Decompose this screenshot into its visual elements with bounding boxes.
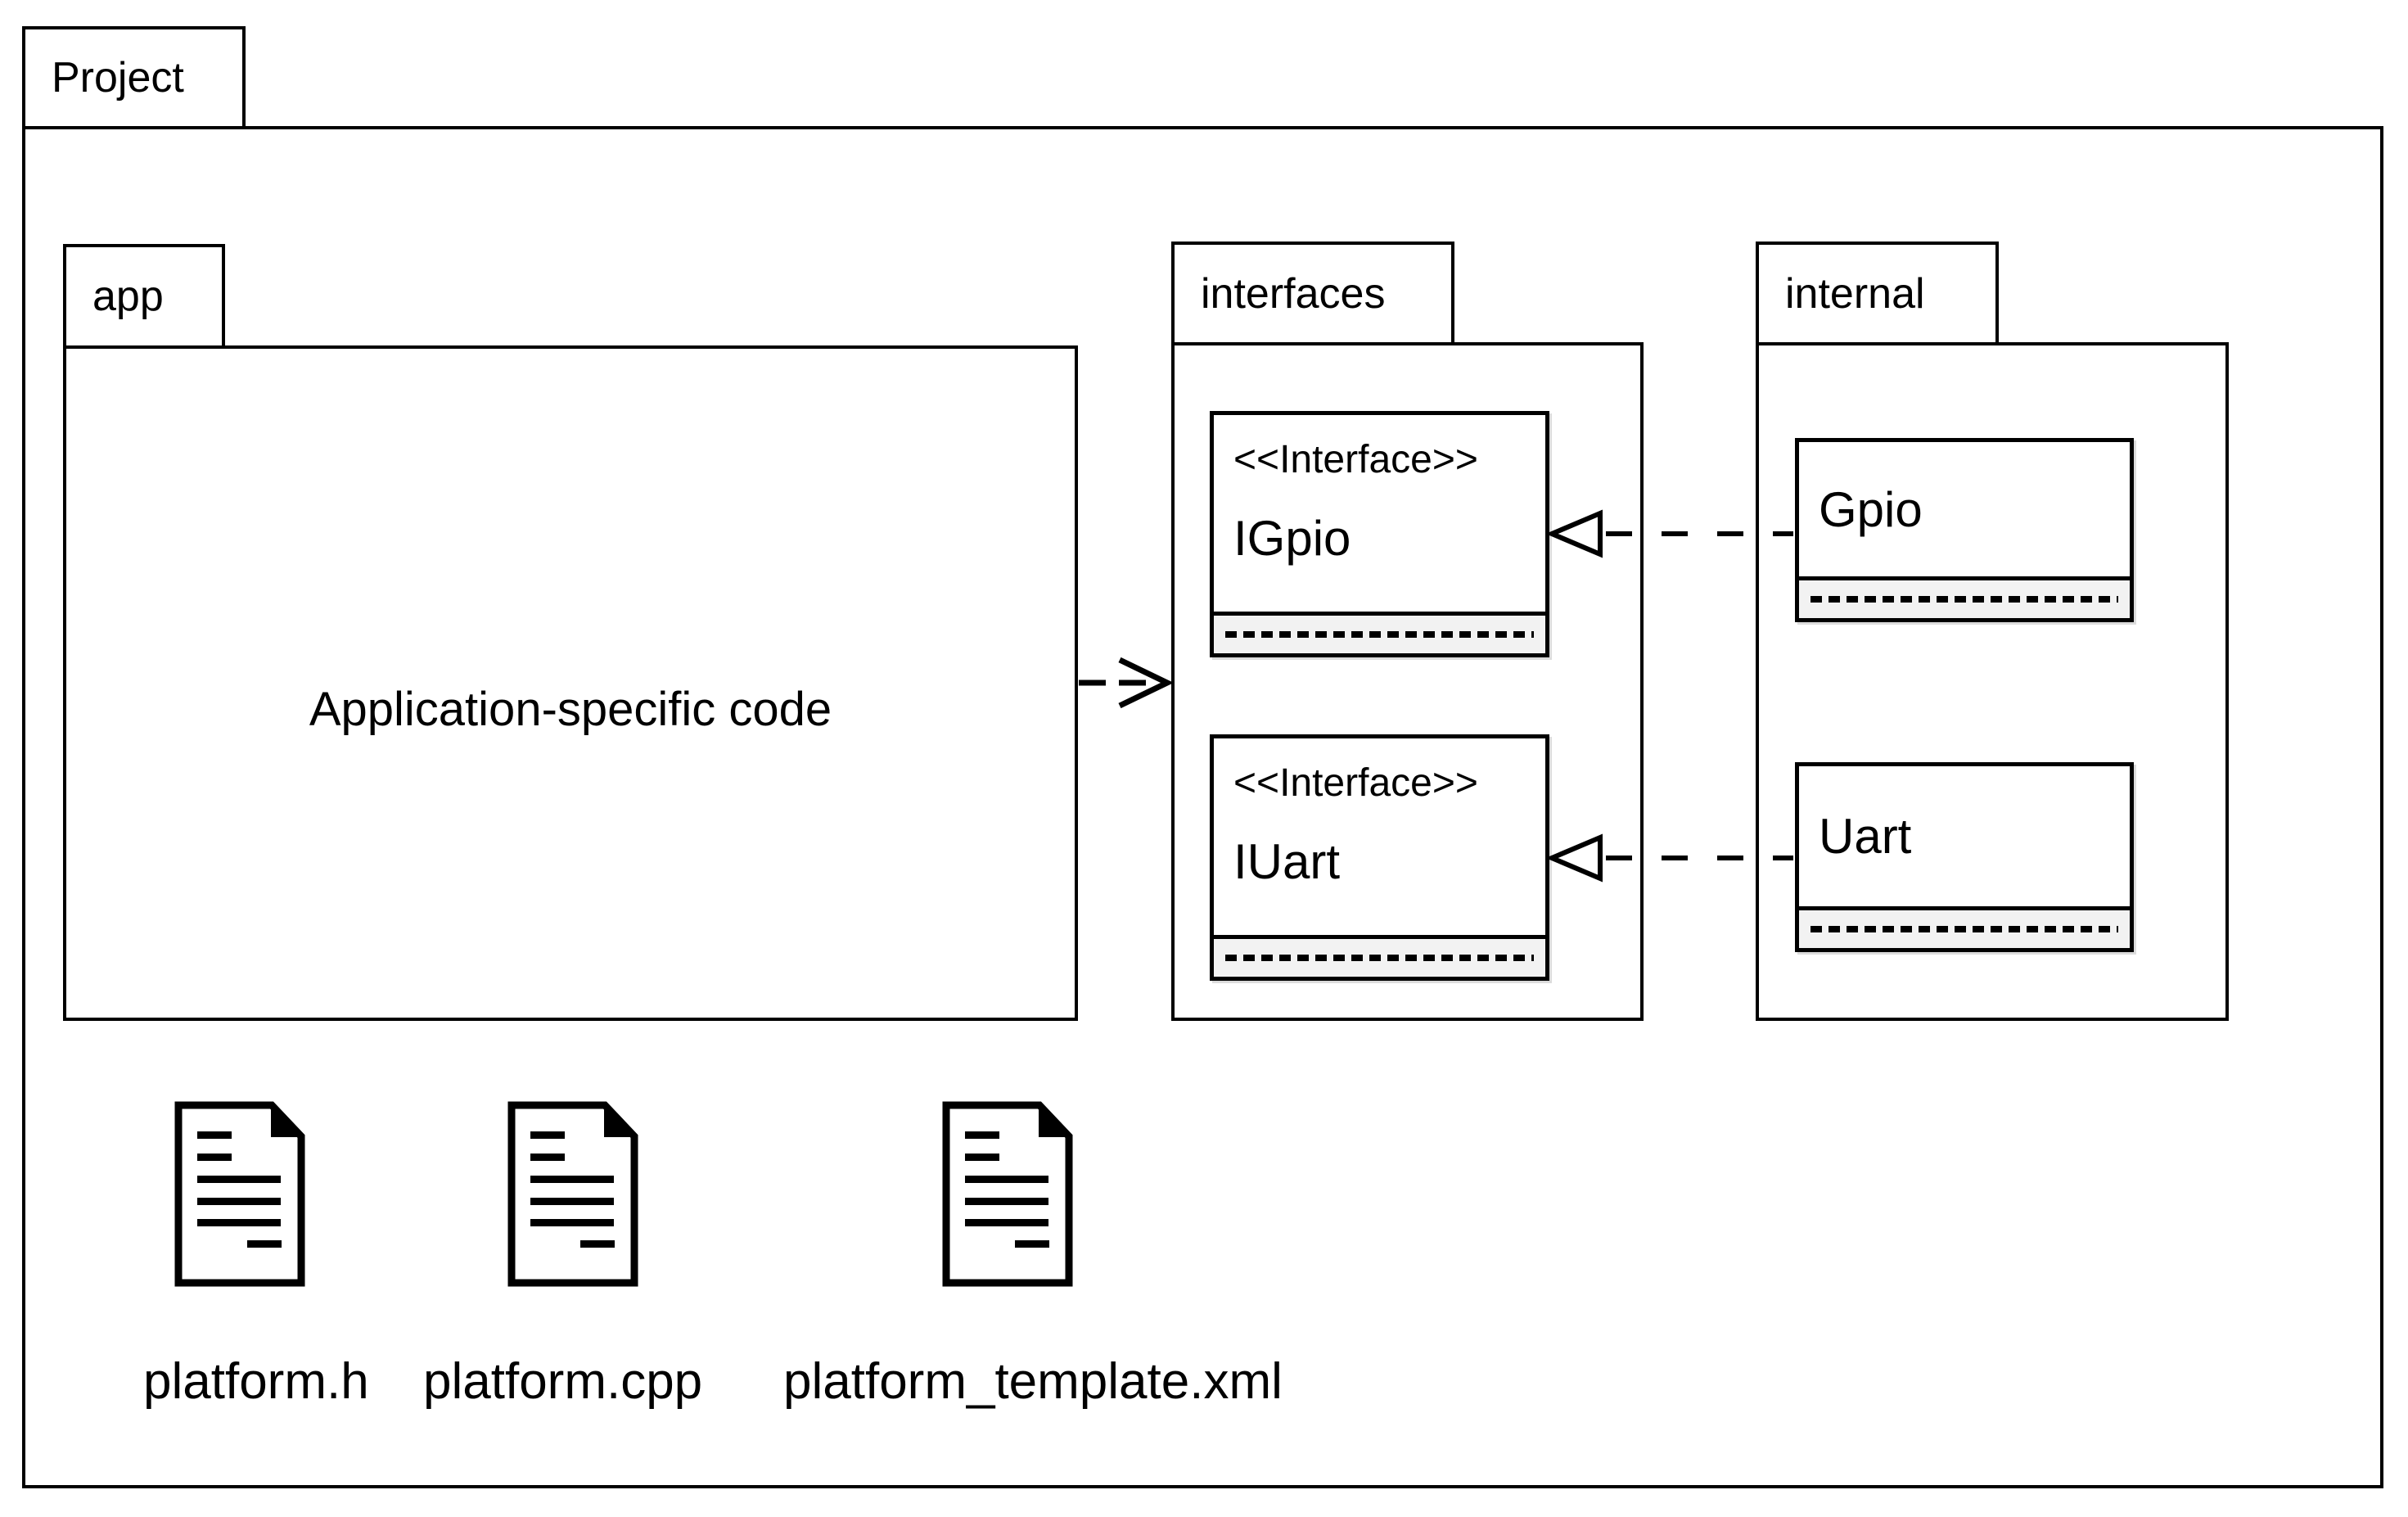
class-stereotype: <<Interface>>	[1233, 438, 1478, 481]
empty-members-rule	[1811, 596, 2118, 603]
file-label: platform_template.xml	[783, 1353, 1283, 1410]
class-name: IGpio	[1233, 511, 1351, 566]
class-uart: Uart	[1795, 762, 2134, 952]
package-app-tab: app	[63, 244, 225, 349]
file-label: platform.h	[143, 1353, 369, 1410]
class-iuart-members-compartment	[1214, 935, 1545, 977]
empty-members-rule	[1225, 631, 1534, 638]
document-icon	[174, 1101, 305, 1287]
package-internal-tab: internal	[1756, 242, 1999, 345]
class-gpio: Gpio	[1795, 438, 2134, 622]
package-project-tab: Project	[22, 26, 246, 129]
class-iuart-title: <<Interface>> IUart	[1214, 738, 1545, 935]
class-igpio-members-compartment	[1214, 612, 1545, 653]
class-igpio: <<Interface>> IGpio	[1210, 411, 1549, 657]
app-content-label: Application-specific code	[309, 683, 832, 736]
package-app-body	[63, 345, 1078, 1021]
class-igpio-title: <<Interface>> IGpio	[1214, 415, 1545, 612]
package-project-label: Project	[52, 54, 184, 102]
class-name: Gpio	[1819, 481, 1923, 537]
class-gpio-members-compartment	[1799, 576, 2130, 618]
package-app-label: app	[92, 273, 164, 320]
class-iuart: <<Interface>> IUart	[1210, 734, 1549, 981]
empty-members-rule	[1225, 955, 1534, 961]
empty-members-rule	[1811, 926, 2118, 932]
file-label: platform.cpp	[423, 1353, 703, 1410]
package-interfaces-tab: interfaces	[1171, 242, 1454, 345]
package-interfaces-label: interfaces	[1201, 269, 1386, 318]
class-name: IUart	[1233, 834, 1341, 889]
class-stereotype: <<Interface>>	[1233, 761, 1478, 805]
document-icon	[942, 1101, 1073, 1287]
class-uart-members-compartment	[1799, 906, 2130, 948]
class-name: Uart	[1819, 809, 1912, 864]
document-icon	[507, 1101, 638, 1287]
package-internal-label: internal	[1785, 269, 1925, 318]
